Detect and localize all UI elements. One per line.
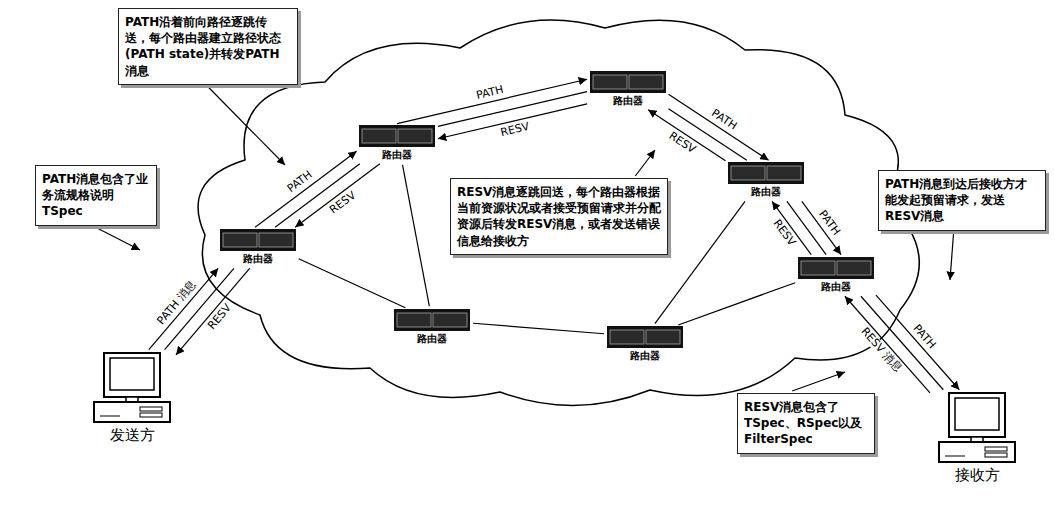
router: 路由器: [220, 229, 296, 266]
message-arrow: [149, 268, 218, 349]
link-line: [473, 323, 604, 333]
router: 路由器: [394, 309, 470, 346]
callout-text: PATH消息到达后接收方才能发起预留请求，发送RESV消息: [885, 176, 1039, 225]
message-label: PATH: [474, 83, 506, 102]
router-label: 路由器: [728, 185, 804, 199]
router-label: 路由器: [220, 252, 296, 266]
router-label: 路由器: [798, 280, 874, 294]
router-icon: [607, 326, 683, 348]
callout-box: RESV消息逐跳回送，每个路由器根据当前资源状况或者接受预留请求并分配资源后转发…: [450, 178, 668, 255]
message-label: RESV: [498, 121, 531, 140]
message-arrow: [845, 296, 930, 393]
computer-icon: [935, 392, 1019, 464]
callout-box: RESV消息包含了TSpec、RSpec以及FilterSpec: [737, 393, 875, 454]
link-line: [403, 165, 430, 306]
message-arrow: [438, 104, 587, 139]
leader-arrow: [950, 233, 954, 280]
router-label: 路由器: [394, 332, 470, 346]
callout-box: PATH消息到达后接收方才能发起预留请求，发送RESV消息: [878, 170, 1046, 231]
callout-text: RESV消息包含了TSpec、RSpec以及FilterSpec: [744, 399, 868, 448]
leader-arrow: [96, 228, 140, 250]
router-icon: [394, 309, 470, 331]
router: 路由器: [359, 125, 435, 162]
message-arrow: [876, 295, 959, 390]
router-icon: [359, 125, 435, 147]
message-label: PATH: [815, 207, 842, 238]
router-icon: [590, 71, 666, 93]
message-label: PATH: [910, 321, 939, 351]
callout-text: RESV消息逐跳回送，每个路由器根据当前资源状况或者接受预留请求并分配资源后转发…: [457, 184, 661, 249]
message-label: PATH: [708, 107, 739, 133]
leader-arrow: [635, 150, 655, 176]
router-icon: [220, 229, 296, 251]
host-label: 接收方: [932, 466, 1022, 485]
link-line: [275, 164, 360, 227]
host-label: 发送方: [90, 426, 174, 445]
cloud-outline: [198, 20, 919, 406]
router-label: 路由器: [607, 349, 683, 363]
message-label: PATH: [285, 168, 316, 195]
computer-icon: [90, 352, 174, 424]
callout-box: PATH沿着前向路径逐跳传送，每个路由器建立路径状态(PATH state)并转…: [118, 8, 298, 85]
link-line: [299, 259, 406, 308]
router: 路由器: [798, 257, 874, 294]
message-label: RESV 消息: [857, 325, 904, 375]
router-label: 路由器: [359, 148, 435, 162]
router: 路由器: [590, 71, 666, 108]
router-label: 路由器: [590, 94, 666, 108]
callout-text: PATH沿着前向路径逐跳传送，每个路由器建立路径状态(PATH state)并转…: [125, 14, 291, 79]
leader-arrow: [792, 372, 845, 391]
callout-text: PATH消息包含了业务流规格说明TSpec: [42, 171, 150, 220]
message-arrow: [255, 151, 357, 227]
router: 路由器: [607, 326, 683, 363]
message-label: PATH 消息: [154, 278, 199, 328]
link-line: [678, 283, 795, 325]
host-computer: 接收方: [932, 392, 1022, 485]
router-icon: [798, 257, 874, 279]
message-label: RESV: [666, 129, 699, 156]
callout-box: PATH消息包含了业务流规格说明TSpec: [35, 165, 157, 226]
leader-arrow: [208, 87, 285, 165]
router-icon: [728, 162, 804, 184]
message-label: RESV: [770, 217, 798, 249]
host-computer: 发送方: [90, 352, 174, 445]
router: 路由器: [728, 162, 804, 199]
message-arrow: [397, 79, 587, 123]
message-label: RESV: [327, 189, 359, 217]
message-label: RESV: [205, 302, 234, 334]
